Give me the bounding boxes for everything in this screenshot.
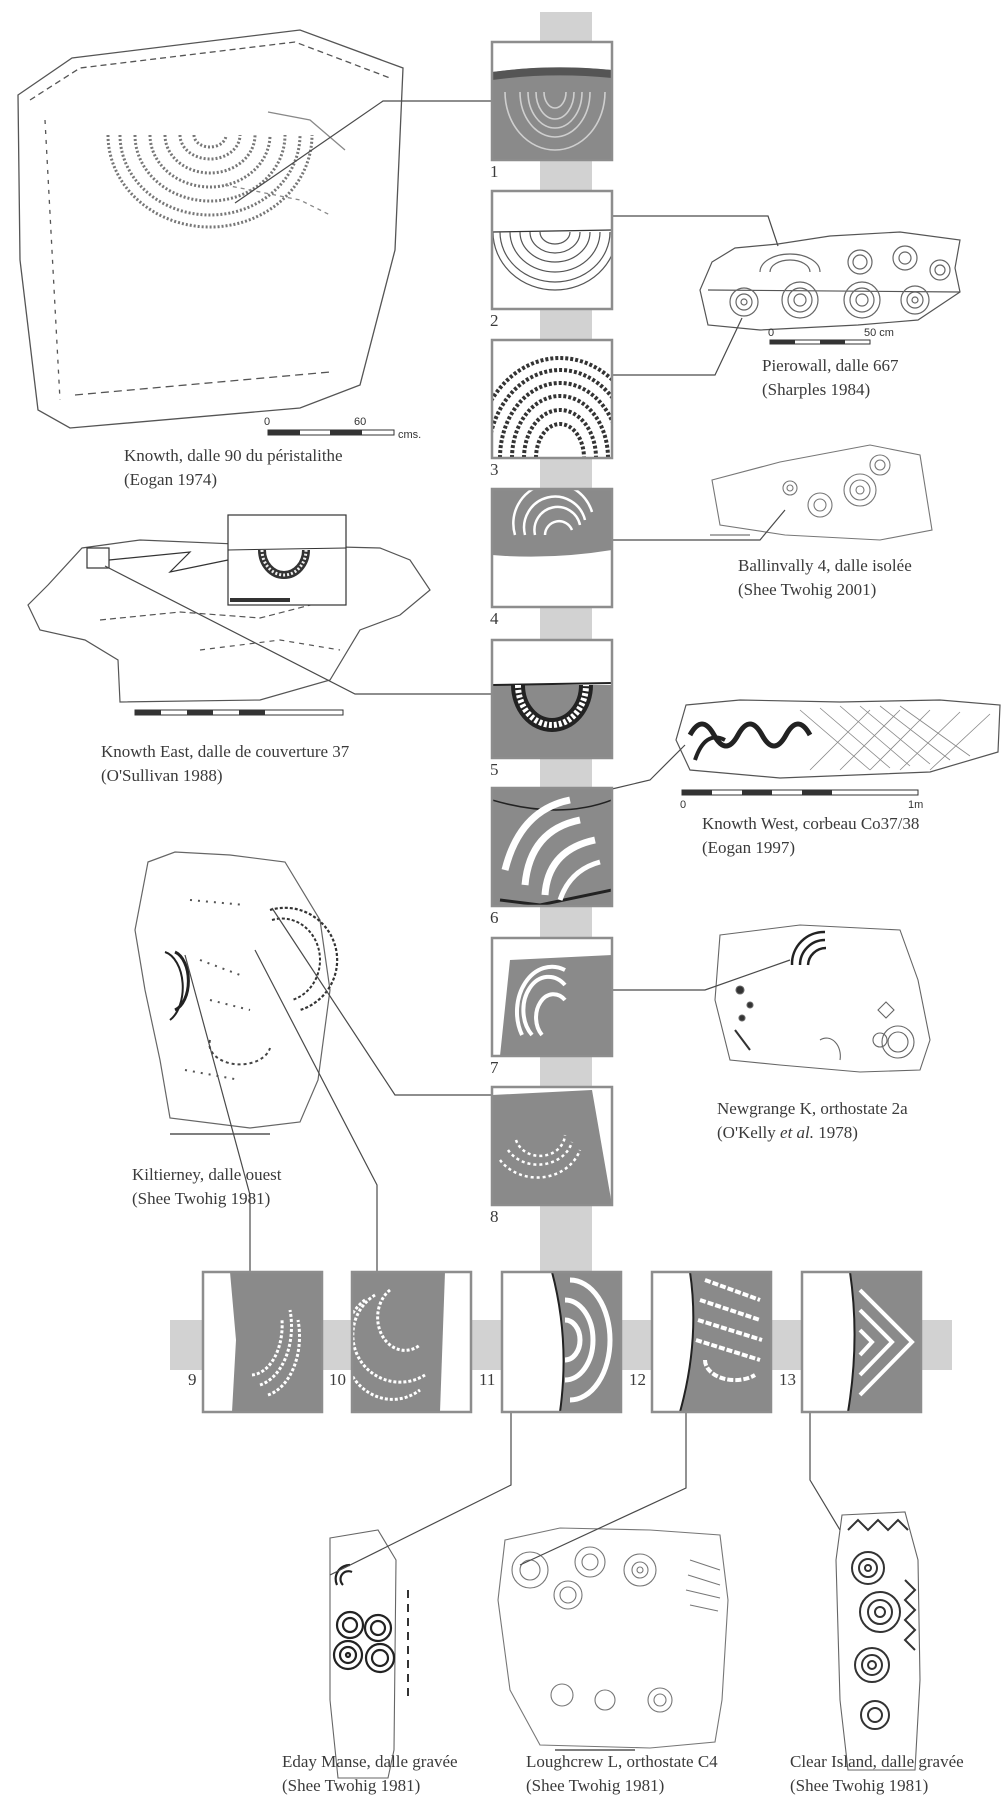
caption-clear-island: Clear Island, dalle gravée (Shee Twohig … xyxy=(790,1750,964,1798)
knowth-west-drawing xyxy=(676,700,1000,778)
pierowall-scale-unit: 50 cm xyxy=(864,327,894,339)
motif-panel-13 xyxy=(802,1272,921,1412)
caption-source: (Eogan 1997) xyxy=(702,836,919,860)
caption-name: Ballinvally 4, dalle isolée xyxy=(738,554,912,578)
caption-source: (Shee Twohig 1981) xyxy=(132,1187,282,1211)
caption-eday-manse: Eday Manse, dalle gravée (Shee Twohig 19… xyxy=(282,1750,458,1798)
motif-panel-11 xyxy=(502,1272,621,1412)
panel-number-4: 4 xyxy=(490,609,499,629)
caption-source: (Shee Twohig 1981) xyxy=(790,1774,964,1798)
knowth-90-scale-sixty: 60 xyxy=(354,416,366,428)
caption-ballinvally: Ballinvally 4, dalle isolée (Shee Twohig… xyxy=(738,554,912,602)
caption-name: Knowth West, corbeau Co37/38 xyxy=(702,812,919,836)
caption-source: (Eogan 1974) xyxy=(124,468,343,492)
panel-number-9: 9 xyxy=(188,1370,197,1390)
panel-number-5: 5 xyxy=(490,760,499,780)
motif-panel-9 xyxy=(203,1272,322,1412)
motif-panel-10 xyxy=(344,1272,471,1412)
ballinvally-drawing xyxy=(710,445,932,540)
panel-number-3: 3 xyxy=(490,460,499,480)
caption-knowth-west: Knowth West, corbeau Co37/38 (Eogan 1997… xyxy=(702,812,919,860)
caption-source: (O'Kelly et al. 1978) xyxy=(717,1121,908,1145)
caption-source-em: et al. xyxy=(780,1123,814,1142)
knowth-east-scale-bar xyxy=(135,710,343,715)
panel-number-11: 11 xyxy=(479,1370,495,1390)
panel-number-7: 7 xyxy=(490,1058,499,1078)
caption-pierowall: Pierowall, dalle 667 (Sharples 1984) xyxy=(762,354,898,402)
motif-panel-8 xyxy=(492,1087,612,1205)
eday-manse-drawing xyxy=(330,1530,408,1778)
caption-knowth-east: Knowth East, dalle de couverture 37 (O'S… xyxy=(101,740,349,788)
caption-source: (Shee Twohig 1981) xyxy=(282,1774,458,1798)
caption-kiltierney: Kiltierney, dalle ouest (Shee Twohig 198… xyxy=(132,1163,282,1211)
caption-source: (Sharples 1984) xyxy=(762,378,898,402)
pierowall-scale-zero: 0 xyxy=(768,327,774,339)
motif-panel-7 xyxy=(492,938,612,1056)
panel-number-1: 1 xyxy=(490,162,499,182)
motif-panel-2 xyxy=(492,191,617,309)
kiltierney-drawing xyxy=(135,852,337,1128)
caption-name: Newgrange K, orthostate 2a xyxy=(717,1097,908,1121)
pierowall-scale-bar xyxy=(770,340,870,344)
caption-source: (Shee Twohig 1981) xyxy=(526,1774,718,1798)
motif-panel-3 xyxy=(476,340,644,458)
knowth-90-drawing xyxy=(18,30,403,428)
panel-number-10: 10 xyxy=(329,1370,346,1390)
clear-island-drawing xyxy=(836,1512,920,1770)
knowth-90-scale-unit: cms. xyxy=(398,429,421,441)
panel-number-8: 8 xyxy=(490,1207,499,1227)
caption-newgrange-k: Newgrange K, orthostate 2a (O'Kelly et a… xyxy=(717,1097,908,1145)
motif-panel-1 xyxy=(492,42,612,160)
motif-panel-12 xyxy=(652,1272,771,1412)
knowth-west-scale-bar xyxy=(682,790,918,795)
caption-source-post: 1978) xyxy=(814,1123,858,1142)
caption-knowth-90: Knowth, dalle 90 du péristalithe (Eogan … xyxy=(124,444,343,492)
motif-panel-4 xyxy=(492,483,612,607)
caption-source: (Shee Twohig 2001) xyxy=(738,578,912,602)
loughcrew-l-drawing xyxy=(498,1528,728,1748)
caption-name: Clear Island, dalle gravée xyxy=(790,1750,964,1774)
caption-name: Knowth, dalle 90 du péristalithe xyxy=(124,444,343,468)
caption-name: Knowth East, dalle de couverture 37 xyxy=(101,740,349,764)
caption-source-pre: (O'Kelly xyxy=(717,1123,780,1142)
caption-name: Pierowall, dalle 667 xyxy=(762,354,898,378)
knowth-90-scale-zero: 0 xyxy=(264,416,270,428)
panel-number-6: 6 xyxy=(490,908,499,928)
panel-number-12: 12 xyxy=(629,1370,646,1390)
motif-panel-6 xyxy=(492,788,612,906)
knowth-90-scale-bar xyxy=(268,430,394,435)
panel-number-13: 13 xyxy=(779,1370,796,1390)
caption-name: Loughcrew L, orthostate C4 xyxy=(526,1750,718,1774)
pierowall-drawing xyxy=(700,232,960,330)
caption-source: (O'Sullivan 1988) xyxy=(101,764,349,788)
newgrange-k-drawing xyxy=(715,925,930,1072)
caption-name: Kiltierney, dalle ouest xyxy=(132,1163,282,1187)
motif-panel-5 xyxy=(492,640,612,758)
panel-number-2: 2 xyxy=(490,311,499,331)
knowth-east-inset xyxy=(228,515,346,605)
caption-name: Eday Manse, dalle gravée xyxy=(282,1750,458,1774)
caption-loughcrew-l: Loughcrew L, orthostate C4 (Shee Twohig … xyxy=(526,1750,718,1798)
knowth-west-scale-zero: 0 xyxy=(680,799,686,811)
knowth-west-scale-unit: 1m xyxy=(908,799,923,811)
